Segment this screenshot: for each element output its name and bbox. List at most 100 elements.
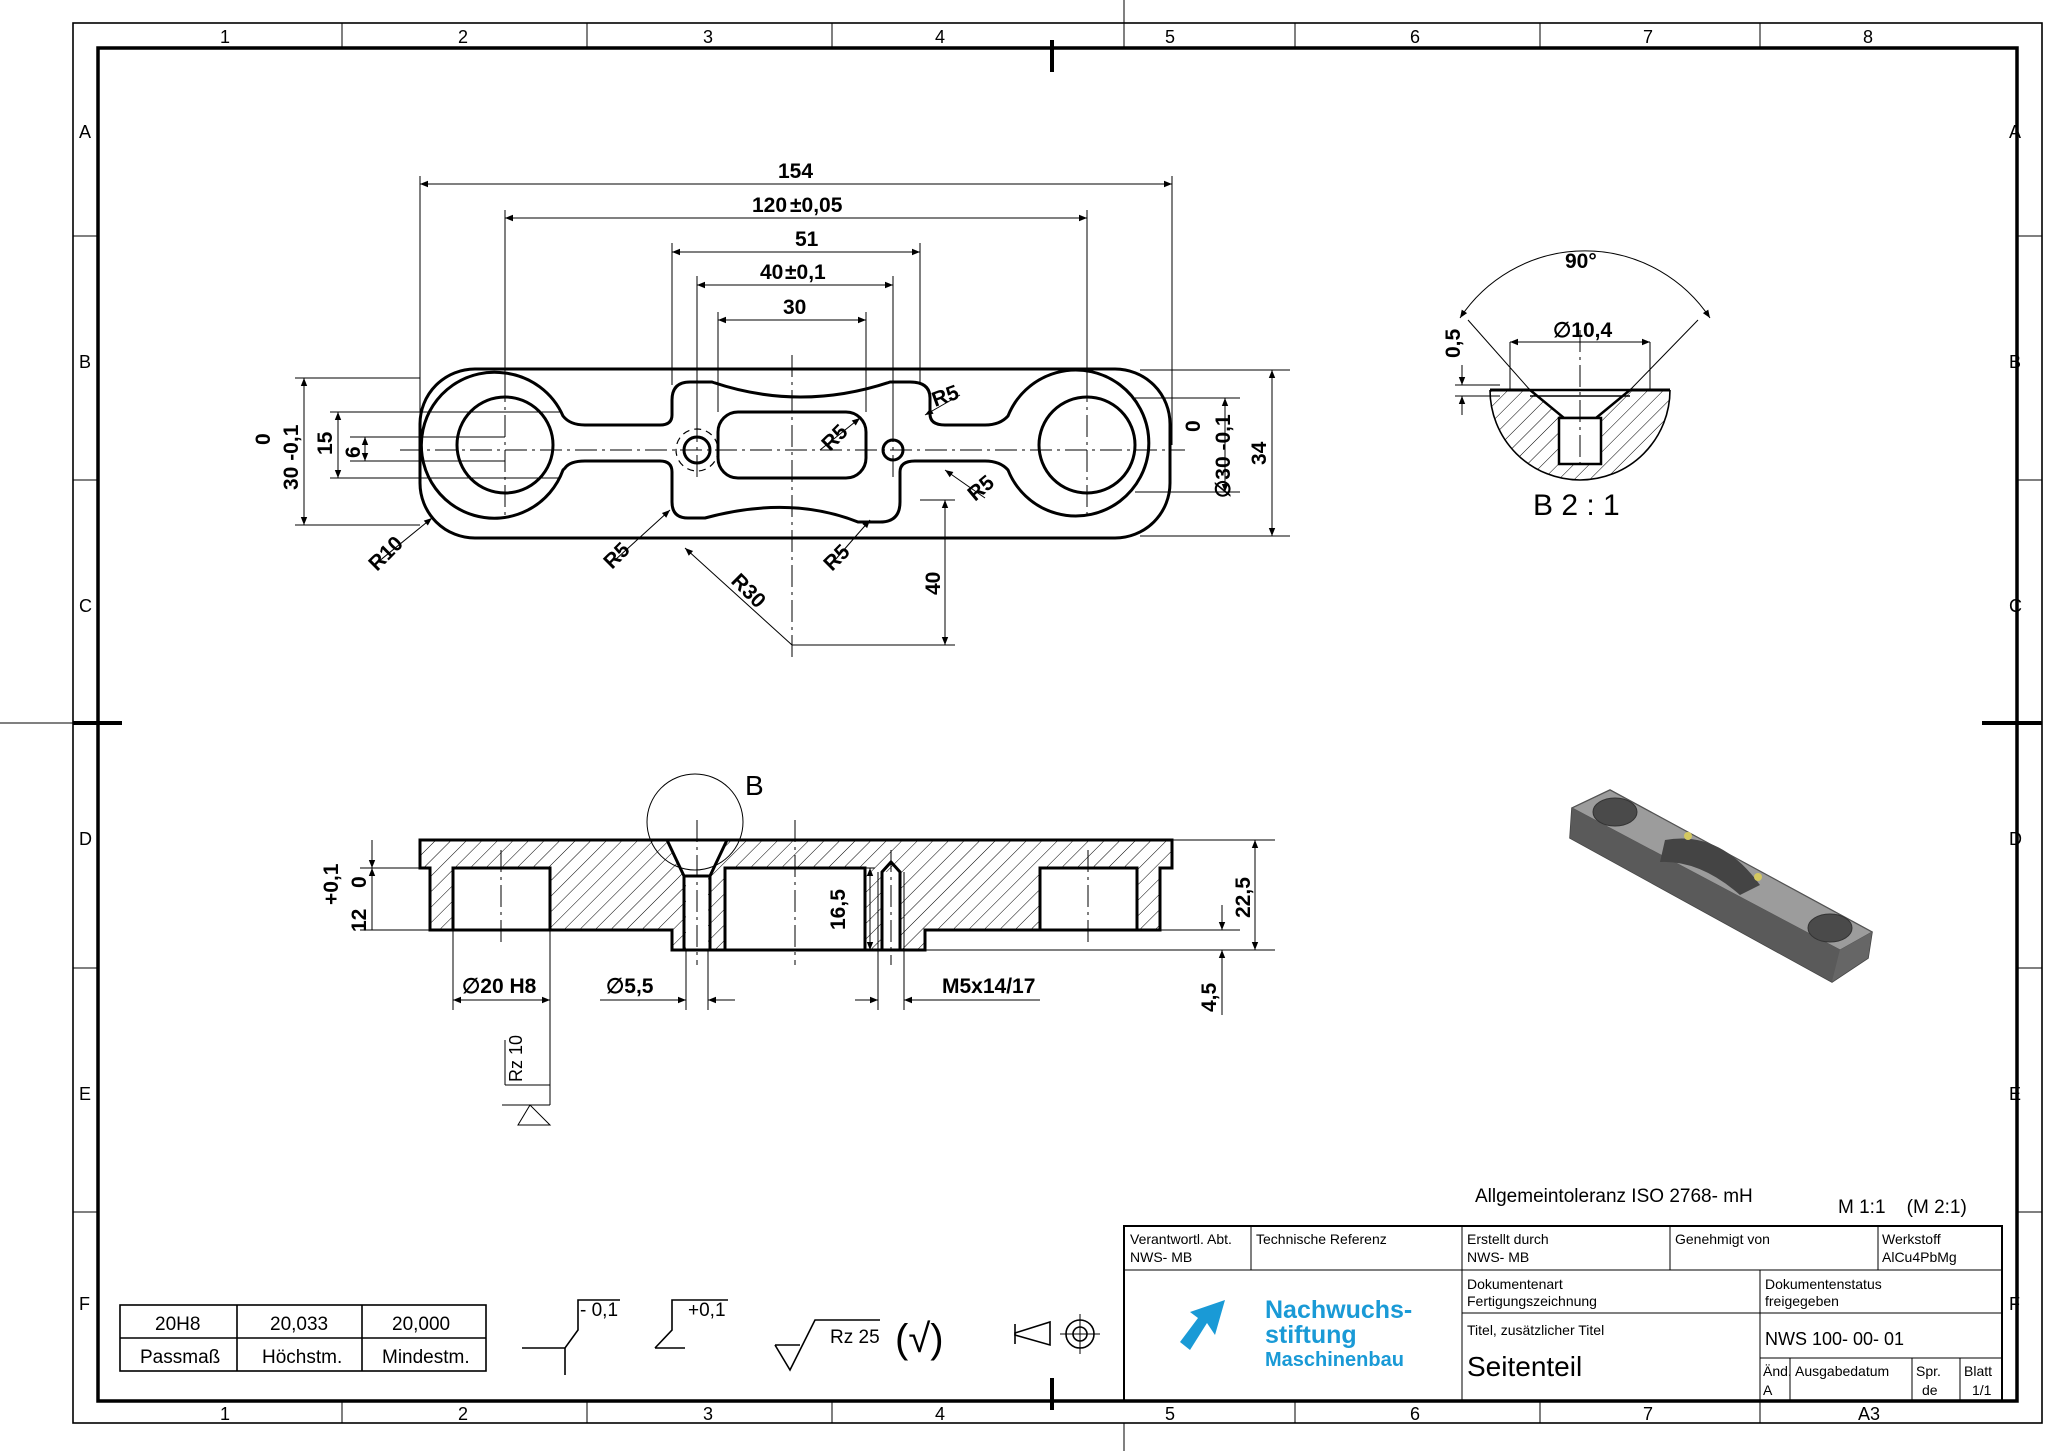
tb-sheet-label: Blatt xyxy=(1964,1363,1992,1379)
section-depth-12: 12 xyxy=(348,909,371,932)
dim-right-tol-upper: 0 xyxy=(1182,420,1205,432)
symbol-tol-minus: - 0,1 xyxy=(580,1300,618,1321)
fit-cell-2-2: Höchstm. xyxy=(262,1347,342,1368)
zone-row-c-right: C xyxy=(2009,596,2022,616)
tb-title-value: Seitenteil xyxy=(1467,1351,1582,1382)
dim-r5-d: R5 xyxy=(929,381,962,412)
zone-col-6-top: 6 xyxy=(1410,27,1420,47)
dim-r30: R30 xyxy=(726,569,770,613)
detail-b-circle xyxy=(646,773,744,871)
dim-left-tol-lower: 30 -0,1 xyxy=(280,424,303,490)
fit-cell-2-3: Mindestm. xyxy=(382,1347,470,1368)
projection-cone-icon xyxy=(1014,1320,1051,1347)
zone-col-4-top: 4 xyxy=(935,27,945,47)
zone-col-3-bottom: 3 xyxy=(703,1404,713,1424)
logo-line-3: Maschinenbau xyxy=(1265,1349,1404,1371)
tb-doc-number: NWS 100- 00- 01 xyxy=(1765,1329,1904,1349)
logo-line-1: Nachwuchs- xyxy=(1265,1296,1412,1324)
isometric-view xyxy=(1569,789,1874,983)
fit-table: 20H8 20,033 20,000 Passmaß Höchstm. Mind… xyxy=(119,1304,487,1372)
tb-material-label: Werkstoff xyxy=(1882,1231,1941,1247)
zone-col-1-bottom: 1 xyxy=(220,1404,230,1424)
section-d165: 16,5 xyxy=(827,889,850,930)
dim-15: 15 xyxy=(314,431,337,455)
tb-material-value: AlCu4PbMg xyxy=(1882,1249,1957,1265)
zone-row-b-right: B xyxy=(2009,352,2021,372)
zone-row-a-right: A xyxy=(2009,122,2021,142)
scale-note: M 1:1 (M 2:1) xyxy=(1838,1197,1967,1218)
tb-techref-label: Technische Referenz xyxy=(1256,1231,1387,1247)
zone-row-e-left: E xyxy=(79,1084,91,1104)
zone-row-f-left: F xyxy=(79,1294,90,1314)
logo-arrow-icon xyxy=(1180,1300,1225,1350)
section-tol-zero: 0 xyxy=(348,876,371,888)
fit-cell-1-3: 20,000 xyxy=(392,1314,450,1335)
section-d55: ∅5,5 xyxy=(606,975,654,998)
title-block: Verantwortl. Abt. NWS- MB Technische Ref… xyxy=(1123,1225,2003,1402)
section-circle-label: B xyxy=(745,770,764,801)
section-d20h8: ∅20 H8 xyxy=(462,975,537,998)
zone-sheet-format: A3 xyxy=(1858,1404,1880,1424)
tb-title-label: Titel, zusätzlicher Titel xyxy=(1467,1322,1604,1338)
symbol-rz25: Rz 25 xyxy=(830,1327,880,1348)
tb-sheet-value: 1/1 xyxy=(1972,1382,1992,1398)
logo-line-2: stiftung xyxy=(1265,1321,1357,1349)
zone-col-4-bottom: 4 xyxy=(935,1404,945,1424)
tb-doctype-label: Dokumentenart xyxy=(1467,1276,1563,1292)
fit-cell-2-1: Passmaß xyxy=(140,1347,220,1368)
zone-col-6-bottom: 6 xyxy=(1410,1404,1420,1424)
symbol-tol-plus: +0,1 xyxy=(688,1300,726,1321)
zone-row-d-left: D xyxy=(79,829,92,849)
dim-r10: R10 xyxy=(364,532,408,576)
zone-col-7-bottom: 7 xyxy=(1643,1404,1653,1424)
detail-angle: 90° xyxy=(1565,250,1597,273)
dim-51: 51 xyxy=(795,228,819,251)
top-view-outline xyxy=(418,367,1172,540)
dim-r5-c: R5 xyxy=(819,540,854,575)
dim-120: 120 xyxy=(752,194,787,217)
detail-label: B 2 : 1 xyxy=(1533,489,1620,522)
tb-responsible-value: NWS- MB xyxy=(1130,1249,1192,1265)
zone-row-e-right: E xyxy=(2009,1084,2021,1104)
dim-6: 6 xyxy=(342,446,365,458)
zone-col-7-top: 7 xyxy=(1643,27,1653,47)
detail-dia: ∅10,4 xyxy=(1553,319,1612,342)
zone-col-8-top: 8 xyxy=(1863,27,1873,47)
logo: Nachwuchs- stiftung Maschinenbau xyxy=(1180,1296,1412,1371)
tb-doctype-value: Fertigungszeichnung xyxy=(1467,1293,1597,1309)
surface-roughness-symbol xyxy=(774,1319,880,1372)
zone-row-b-left: B xyxy=(79,352,91,372)
dim-40: 40 xyxy=(760,261,783,284)
dim-30: 30 xyxy=(783,296,806,319)
fit-cell-1-2: 20,033 xyxy=(270,1314,328,1335)
dim-120-tol: ±0,05 xyxy=(790,194,843,217)
zone-col-3-top: 3 xyxy=(703,27,713,47)
tb-responsible-label: Verantwortl. Abt. xyxy=(1130,1231,1232,1247)
tb-lang-value: de xyxy=(1922,1382,1938,1398)
dim-154: 154 xyxy=(778,160,813,183)
zone-col-5-top: 5 xyxy=(1165,27,1175,47)
fit-cell-1-1: 20H8 xyxy=(155,1314,200,1335)
detail-b: 90° 0,5 ∅10,4 B 2 : 1 xyxy=(1442,250,1711,522)
tb-created-value: NWS- MB xyxy=(1467,1249,1529,1265)
zone-row-c-left: C xyxy=(79,596,92,616)
section-tol-plus: +0,1 xyxy=(320,863,343,905)
dim-r5-a: R5 xyxy=(599,538,634,573)
symbols-row: - 0,1 +0,1 Rz 25 (√) xyxy=(522,1299,1100,1375)
zone-col-2-bottom: 2 xyxy=(458,1404,468,1424)
zone-labels: 1 2 3 4 5 6 7 8 1 2 3 4 5 6 7 A3 A B C D… xyxy=(79,27,2022,1424)
tb-rev-label: Änd. xyxy=(1763,1363,1792,1379)
zone-col-1-top: 1 xyxy=(220,27,230,47)
dim-34: 34 xyxy=(1248,441,1271,465)
section-view: B +0,1 0 12 ∅ xyxy=(320,770,1275,1126)
tb-issue-label: Ausgabedatum xyxy=(1795,1363,1889,1379)
tb-docstatus-value: freigegeben xyxy=(1765,1293,1839,1309)
section-m5: M5x14/17 xyxy=(942,975,1035,998)
zone-row-f-right: F xyxy=(2009,1294,2020,1314)
tb-lang-label: Spr. xyxy=(1916,1363,1941,1379)
section-d225: 22,5 xyxy=(1232,877,1255,918)
dim-40-tol: ±0,1 xyxy=(785,261,826,284)
general-tolerance: Allgemeintoleranz ISO 2768- mH xyxy=(1475,1186,1753,1207)
dim-40-vertical: 40 xyxy=(922,572,945,595)
